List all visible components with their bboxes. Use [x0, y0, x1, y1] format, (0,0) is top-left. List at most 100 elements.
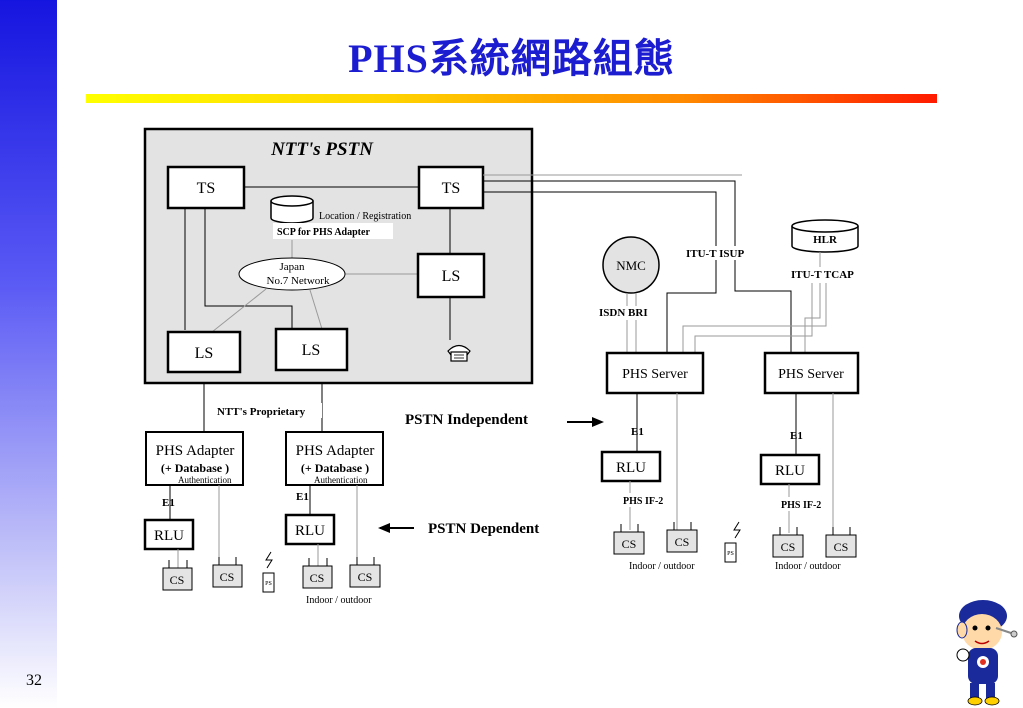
rlu-box-1 — [143, 518, 195, 551]
phs-adapter-box-2 — [285, 431, 384, 486]
rlu2-label: RLU — [295, 523, 325, 539]
server2-label: PHS Server — [778, 367, 844, 382]
adapter2-auth: Authentication — [314, 475, 368, 485]
no7-network-ellipse — [238, 257, 346, 291]
ls-box-left — [166, 330, 242, 374]
scp-label-bg — [273, 223, 393, 239]
ts-ls-link-2 — [204, 208, 293, 330]
proprietary-bg — [214, 403, 322, 418]
network-ls-link-a — [211, 288, 267, 333]
e1-label-left: E1 — [162, 497, 175, 509]
scp-note: Location / Registration — [319, 211, 411, 222]
isdn-label: ISDN BRI — [599, 307, 648, 319]
network-line1: Japan — [279, 261, 305, 273]
independent-arrow-head — [592, 417, 604, 427]
cs1-label: CS — [170, 573, 185, 587]
rlu1-label: RLU — [154, 528, 184, 544]
phs-server-box-1 — [605, 351, 705, 395]
hlr-database-icon — [791, 219, 859, 253]
cs-unit-7 — [772, 527, 804, 558]
hlr-link-c — [694, 283, 813, 353]
scp-database-icon — [270, 195, 314, 224]
cs-unit-2 — [212, 557, 243, 588]
ts-box-right — [417, 165, 485, 210]
ps-handset-left — [262, 572, 275, 593]
e1-label-center: E1 — [296, 491, 309, 503]
tcap-label: ITU-T TCAP — [791, 269, 854, 281]
lightning-icon — [733, 521, 741, 539]
scp-label: SCP for PHS Adapter — [277, 227, 370, 238]
cs2-label: CS — [220, 570, 235, 584]
if2-bg-1 — [622, 493, 674, 507]
ls-label-left: LS — [195, 345, 214, 362]
dependent-label: PSTN Dependent — [428, 521, 539, 537]
cs7-label: CS — [781, 540, 796, 554]
rlu-box-3 — [600, 450, 662, 483]
cs-unit-6 — [666, 522, 698, 553]
isup-trunk-b — [483, 191, 717, 353]
pstn-title: NTT's PSTN — [270, 139, 374, 160]
e1-label-right1: E1 — [631, 426, 644, 438]
hlr-link-b — [682, 283, 827, 353]
title-rule — [86, 94, 937, 103]
telephone-icon — [447, 344, 471, 362]
network-ls-link-b — [309, 289, 323, 330]
cs-unit-8 — [825, 527, 857, 558]
cs-unit-5 — [613, 524, 645, 555]
isup-label: ITU-T ISUP — [686, 248, 744, 260]
hlr-label: HLR — [813, 234, 838, 246]
e1-label-right2: E1 — [790, 430, 803, 442]
rlu4-label: RLU — [775, 463, 805, 479]
phs-adapter-box-1 — [145, 431, 244, 486]
independent-label: PSTN Independent — [405, 412, 528, 428]
ls-box-center — [274, 327, 349, 372]
if2-label-2: PHS IF-2 — [781, 500, 821, 511]
cs8-label: CS — [834, 540, 849, 554]
cs-unit-1 — [162, 560, 193, 591]
cs3-label: CS — [310, 571, 325, 585]
indoor-label-right1: Indoor / outdoor — [629, 561, 695, 572]
ls-box-right — [416, 252, 486, 299]
dependent-arrow-head — [378, 523, 390, 533]
ps-handset-right — [724, 542, 737, 563]
adapter2-database: (+ Database ) — [301, 461, 369, 475]
isup-trunk-a — [483, 180, 792, 353]
adapter1-title: PHS Adapter — [156, 443, 235, 459]
rlu3-label: RLU — [616, 460, 646, 476]
if2-label-1: PHS IF-2 — [623, 496, 663, 507]
ls-label-center: LS — [302, 342, 321, 359]
proprietary-label: NTT's Proprietary — [217, 406, 306, 418]
mascot-icon — [956, 600, 1018, 706]
adapter1-auth: Authentication — [178, 475, 232, 485]
ts-label-left: TS — [197, 180, 216, 197]
ps-label-right: PS — [727, 551, 734, 557]
network-line2: No.7 Network — [267, 275, 330, 287]
ts-box-left — [166, 165, 246, 210]
cs6-label: CS — [675, 535, 690, 549]
indoor-label-left: Indoor / outdoor — [306, 595, 372, 606]
isdn-bg — [597, 306, 659, 320]
nmc-label: NMC — [616, 258, 646, 273]
cs5-label: CS — [622, 537, 637, 551]
ls-label-right: LS — [442, 268, 461, 285]
nmc-node — [602, 236, 660, 294]
adapter2-title: PHS Adapter — [296, 443, 375, 459]
cs-unit-4 — [349, 557, 381, 588]
ts-label-right: TS — [442, 180, 461, 197]
ps-label-left: PS — [265, 581, 272, 587]
cs4-label: CS — [358, 570, 373, 584]
tcap-bg — [789, 267, 863, 281]
isup-bg — [685, 246, 755, 260]
side-bar — [0, 0, 57, 708]
adapter1-database: (+ Database ) — [161, 461, 229, 475]
rlu-box-2 — [284, 513, 336, 546]
server1-label: PHS Server — [622, 367, 688, 382]
lightning-icon — [265, 551, 273, 569]
phs-server-box-2 — [763, 351, 860, 395]
cs-unit-3 — [302, 558, 333, 589]
indoor-label-right2: Indoor / outdoor — [775, 561, 841, 572]
if2-bg-2 — [780, 497, 832, 511]
page-number: 32 — [26, 672, 42, 689]
page-title: PHS系統網路組態 — [348, 36, 675, 81]
